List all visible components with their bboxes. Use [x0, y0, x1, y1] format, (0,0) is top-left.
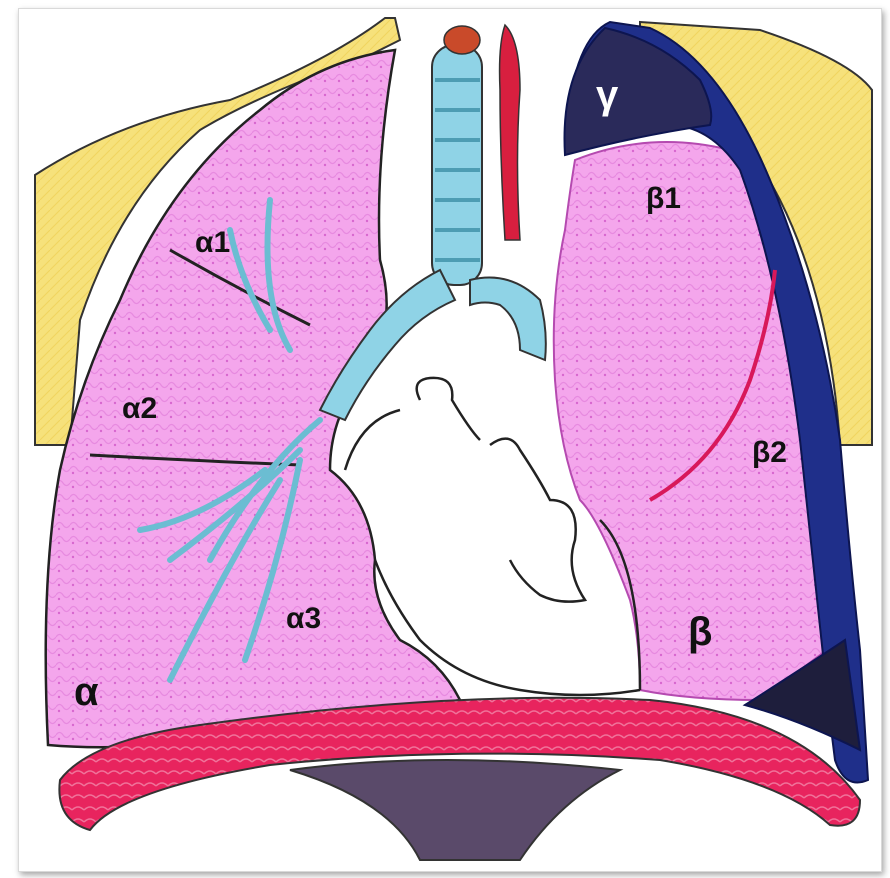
abdominal-fan	[290, 760, 620, 860]
label-right-upper-lobe: α1	[195, 226, 230, 259]
label-right-lung: α	[74, 670, 99, 714]
label-left-lung: β	[688, 610, 712, 654]
trachea	[432, 45, 482, 285]
artery	[500, 25, 520, 240]
label-left-lower-lobe: β2	[752, 436, 787, 469]
label-right-lower-lobe: α3	[286, 602, 321, 635]
label-pleural-apex: γ	[596, 73, 619, 117]
label-right-middle-lobe: α2	[122, 392, 157, 425]
left-main-bronchus	[470, 278, 546, 361]
label-left-upper-lobe: β1	[646, 182, 681, 215]
larynx	[444, 26, 480, 54]
